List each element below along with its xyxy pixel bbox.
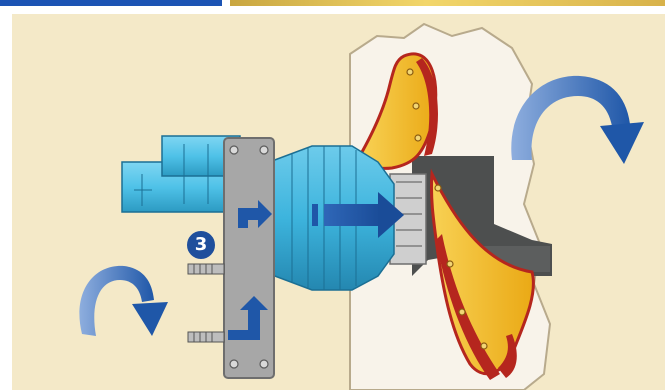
threaded-studs — [188, 264, 224, 342]
top-band-yellow — [230, 0, 665, 6]
mounting-plate — [224, 138, 274, 378]
top-band-blue — [0, 0, 222, 6]
diagram-svg — [12, 14, 665, 390]
rotation-arrow-counterclockwise-icon — [79, 266, 168, 336]
diagram-scene: 3 — [12, 14, 665, 390]
step-number-badge: 3 — [185, 229, 217, 261]
stud-threads — [194, 264, 212, 342]
